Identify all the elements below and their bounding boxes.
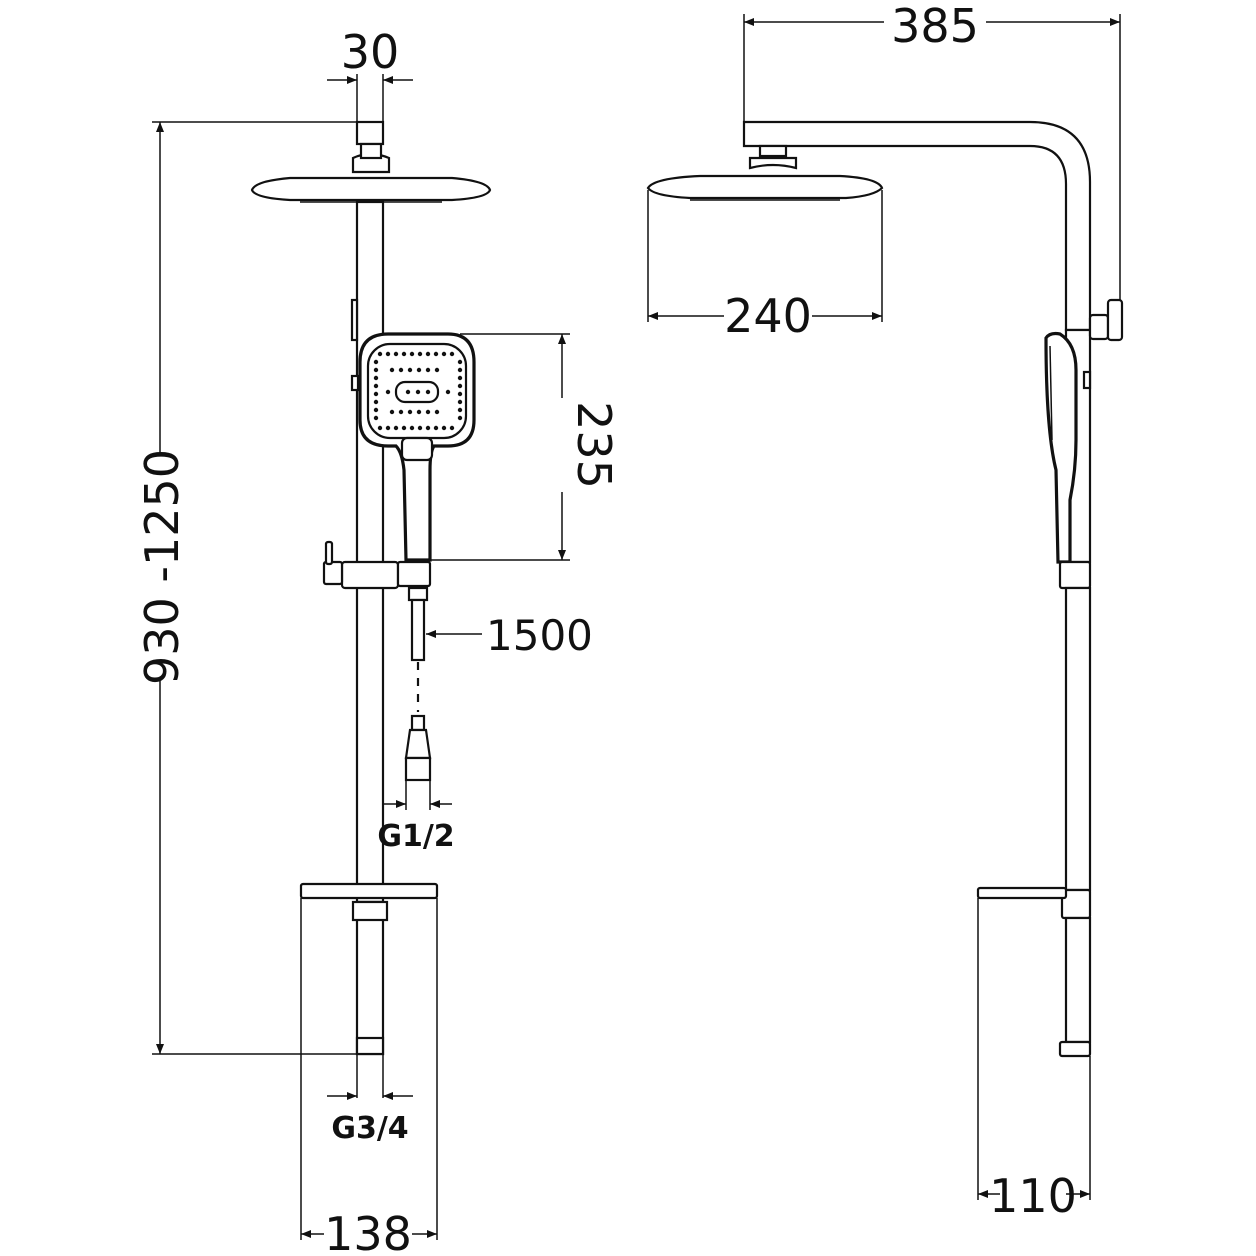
dim-inlet-thread: G3/4	[331, 1111, 408, 1146]
nozzle-dot	[398, 409, 404, 415]
nozzle-dot	[373, 359, 379, 365]
dim-overhead-reach: 385	[891, 0, 979, 53]
dim-wall-offset: 110	[989, 1169, 1077, 1223]
inlet-nut	[355, 1036, 385, 1056]
soap-shelf-front	[299, 882, 439, 900]
nozzle-dot	[434, 367, 440, 373]
nozzle-dot	[389, 367, 395, 373]
nozzle-dot	[445, 389, 451, 395]
nozzle-dot	[405, 389, 411, 395]
rain-shower-head-side	[646, 174, 884, 200]
nozzle-dot	[416, 367, 422, 373]
dim-height-range: 930 -1250	[135, 449, 189, 685]
nozzle-dot	[373, 383, 379, 389]
nozzle-dot	[377, 425, 383, 431]
nozzle-dot	[398, 367, 404, 373]
nozzle-dot	[373, 367, 379, 373]
dim-hose-thread: G1/2	[377, 819, 454, 854]
nozzle-dot	[373, 391, 379, 397]
slide-holder	[340, 560, 400, 590]
dimension-lines	[152, 14, 1121, 1240]
dimension-labels: 30 930 -1250 235 1500 G1/2 G3/4 138 385 …	[135, 0, 1077, 1256]
nozzle-dot	[449, 351, 455, 357]
nozzle-dot	[385, 351, 391, 357]
nozzle-dot	[441, 425, 447, 431]
nozzle-dot	[416, 409, 422, 415]
side-inlet-nut	[1058, 1040, 1092, 1058]
spray-mode-button	[400, 436, 434, 462]
nozzle-dot	[373, 415, 379, 421]
nozzle-dot	[457, 415, 463, 421]
nozzle-dot	[407, 409, 413, 415]
dim-shelf-width: 138	[324, 1207, 412, 1256]
nozzle-dot	[407, 367, 413, 373]
nozzle-dot	[417, 351, 423, 357]
dim-top-pipe-width: 30	[341, 25, 400, 79]
nozzle-dot	[415, 389, 421, 395]
nozzle-dot	[385, 425, 391, 431]
nozzle-dot	[449, 425, 455, 431]
pipe-clip	[350, 298, 359, 342]
side-slide-holder	[1058, 560, 1092, 590]
dim-handshower-length: 235	[567, 401, 621, 489]
side-view	[646, 120, 1124, 1058]
nozzle-dot	[409, 425, 415, 431]
nozzle-dot	[389, 409, 395, 415]
hose-top	[410, 598, 426, 662]
soap-shelf-side	[976, 886, 1068, 900]
nozzle-dot	[393, 425, 399, 431]
nozzle-dot	[377, 351, 383, 357]
nozzle-dot	[457, 375, 463, 381]
nozzle-dot	[401, 425, 407, 431]
nozzle-dot	[457, 391, 463, 397]
nozzle-dot	[417, 425, 423, 431]
hose-bottom	[410, 714, 426, 732]
dim-hose-length: 1500	[486, 611, 593, 660]
lower-pipe	[355, 900, 385, 1056]
nozzle-dot	[457, 407, 463, 413]
nozzle-dot	[457, 383, 463, 389]
nozzle-dot	[425, 351, 431, 357]
rain-shower-head-front	[250, 176, 492, 202]
nozzle-dot	[373, 399, 379, 405]
nozzle-dot	[434, 409, 440, 415]
nozzle-dot	[401, 351, 407, 357]
nozzle-dot	[425, 425, 431, 431]
nozzle-dot	[385, 389, 391, 395]
hand-shower-nozzles	[373, 351, 463, 431]
nozzle-dot	[457, 399, 463, 405]
nozzle-dot	[373, 375, 379, 381]
nozzle-dot	[457, 359, 463, 365]
riser-pipe	[355, 200, 385, 904]
nozzle-dot	[409, 351, 415, 357]
nozzle-dot	[457, 367, 463, 373]
nozzle-dot	[433, 425, 439, 431]
nozzle-dot	[425, 409, 431, 415]
nozzle-dot	[425, 389, 431, 395]
dim-head-diameter: 240	[724, 289, 812, 343]
front-view	[250, 120, 492, 1056]
top-connector	[355, 120, 385, 146]
nozzle-dot	[425, 367, 431, 373]
nozzle-dot	[373, 407, 379, 413]
nozzle-dot	[433, 351, 439, 357]
side-knob	[1106, 298, 1124, 342]
nozzle-dot	[441, 351, 447, 357]
head-neck	[359, 142, 383, 160]
hose-nut	[404, 756, 432, 782]
side-lower-riser	[1064, 586, 1092, 892]
hand-shower-side	[1044, 331, 1078, 564]
nozzle-dot	[393, 351, 399, 357]
